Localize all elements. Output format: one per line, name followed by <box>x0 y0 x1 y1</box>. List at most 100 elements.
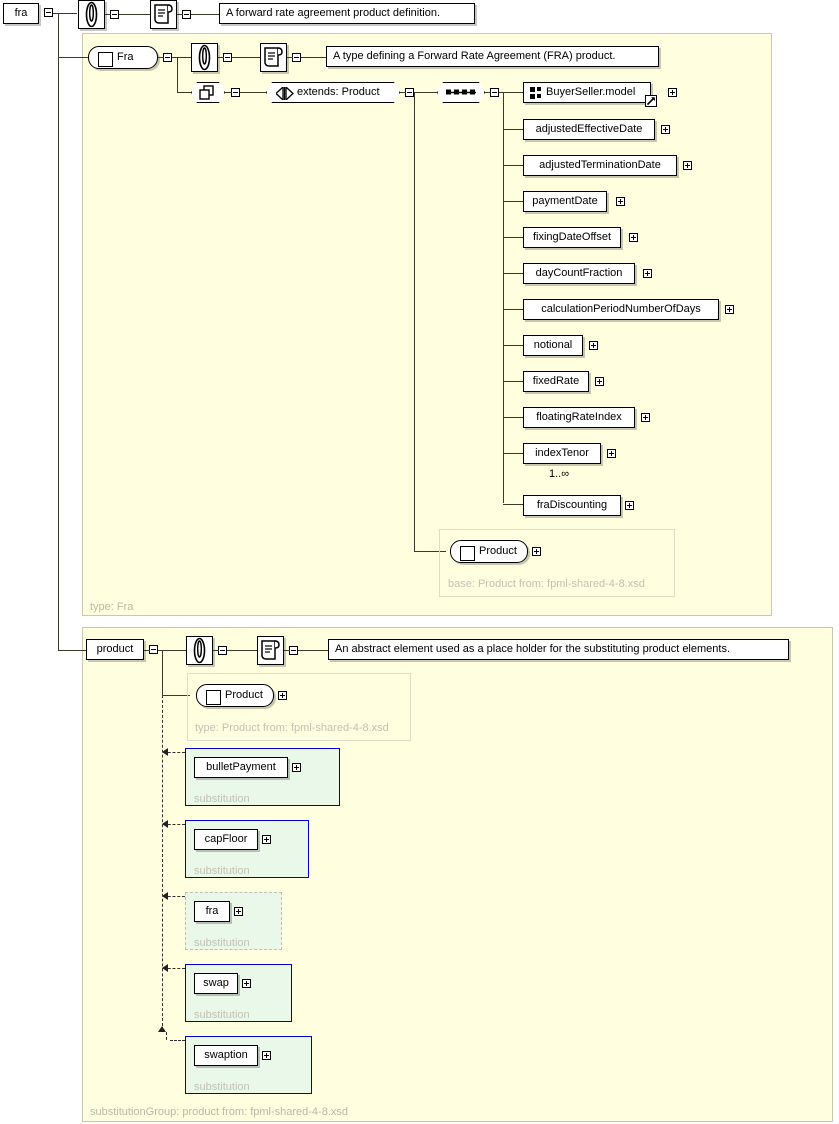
type-documentation-toggle[interactable] <box>292 53 301 62</box>
scroll-icon[interactable] <box>260 43 287 72</box>
type-ref-toggle[interactable] <box>278 691 287 700</box>
element-toggle[interactable] <box>595 377 604 386</box>
connector <box>213 650 219 651</box>
element-toggle[interactable] <box>629 233 638 242</box>
substitution-label: substitution <box>194 1009 250 1021</box>
base-type-product[interactable]: Product <box>450 540 528 563</box>
type-ref-product[interactable]: Product <box>196 684 274 707</box>
element-product[interactable]: product <box>86 639 144 660</box>
fra-type-panel <box>82 33 772 616</box>
element-toggle[interactable] <box>625 501 634 510</box>
element-toggle[interactable] <box>616 197 625 206</box>
connector <box>503 309 523 310</box>
paperclip-icon[interactable] <box>186 636 213 665</box>
scroll-icon[interactable] <box>150 0 177 29</box>
element-toggle[interactable] <box>668 88 677 97</box>
element-bulletpayment[interactable]: bulletPayment <box>194 757 288 778</box>
element-toggle[interactable] <box>661 125 670 134</box>
element-buyerseller-model[interactable]: BuyerSeller.model <box>523 82 651 103</box>
element-toggle[interactable] <box>234 907 243 916</box>
substitution-arrow <box>162 964 168 972</box>
element-label: indexTenor <box>535 447 589 459</box>
connector <box>119 14 150 15</box>
base-type-toggle[interactable] <box>532 547 541 556</box>
type-fra-toggle[interactable] <box>163 53 172 62</box>
complexcontent-icon[interactable] <box>191 82 225 103</box>
connector <box>177 58 178 92</box>
paperclip-icon[interactable] <box>191 43 218 72</box>
element-capfloor[interactable]: capFloor <box>194 829 258 850</box>
root-documentation-toggle[interactable] <box>182 10 191 19</box>
element-fradiscounting[interactable]: fraDiscounting <box>523 495 621 516</box>
connector <box>144 650 150 651</box>
element-fixingdateoffset[interactable]: fixingDateOffset <box>523 227 621 248</box>
root-documentation-label: A forward rate agreement product definit… <box>226 7 441 19</box>
complexcontent-toggle[interactable] <box>231 88 240 97</box>
connector <box>227 650 257 651</box>
connector <box>284 650 290 651</box>
connector <box>158 57 164 58</box>
element-product-toggle[interactable] <box>149 645 158 654</box>
extends-toggle[interactable] <box>405 88 414 97</box>
element-label: dayCountFraction <box>535 267 623 279</box>
root-element-toggle[interactable] <box>44 8 53 17</box>
product-panel-footer: substitutionGroup: product from: fpml-sh… <box>90 1106 349 1118</box>
product-documentation-toggle[interactable] <box>289 646 298 655</box>
element-floatingrateindex[interactable]: floatingRateIndex <box>523 407 635 428</box>
element-paymentdate[interactable]: paymentDate <box>523 191 607 212</box>
type-fra-label: Fra <box>117 51 134 63</box>
element-calculationperiodnumberofdays[interactable]: calculationPeriodNumberOfDays <box>523 299 719 320</box>
element-toggle[interactable] <box>607 449 616 458</box>
element-toggle[interactable] <box>242 979 251 988</box>
root-annotation-toggle[interactable] <box>110 10 119 19</box>
element-indextenor[interactable]: indexTenor <box>523 443 601 464</box>
type-fra[interactable]: Fra <box>88 46 158 69</box>
element-fra-substitution[interactable]: fra <box>194 901 230 922</box>
element-daycountfraction[interactable]: dayCountFraction <box>523 263 635 284</box>
base-product-panel <box>439 529 675 597</box>
element-swap[interactable]: swap <box>194 973 238 994</box>
substitution-arrow-end <box>158 1026 166 1032</box>
fra-type-panel-footer: type: Fra <box>90 601 134 613</box>
element-label: fraDiscounting <box>536 499 608 511</box>
sequence-icon[interactable] <box>437 82 485 103</box>
external-link-icon[interactable] <box>645 95 657 107</box>
element-toggle[interactable] <box>589 341 598 350</box>
element-label: fixingDateOffset <box>532 231 612 243</box>
connector <box>503 417 523 418</box>
element-toggle[interactable] <box>643 269 652 278</box>
element-label: notional <box>533 339 573 351</box>
root-element-label: fra <box>14 7 28 19</box>
element-adjustedeffectivedate[interactable]: adjustedEffectiveDate <box>523 119 655 140</box>
element-toggle[interactable] <box>725 305 734 314</box>
extends-product[interactable]: extends: Product <box>266 82 400 103</box>
element-fixedrate[interactable]: fixedRate <box>523 371 589 392</box>
element-toggle[interactable] <box>641 413 650 422</box>
connector <box>298 650 328 651</box>
element-toggle[interactable] <box>683 161 692 170</box>
connector <box>58 650 86 651</box>
element-notional[interactable]: notional <box>523 335 583 356</box>
type-annotation-toggle[interactable] <box>223 53 232 62</box>
scroll-icon[interactable] <box>257 636 284 665</box>
connector <box>162 650 163 695</box>
element-toggle[interactable] <box>292 763 301 772</box>
element-adjustedterminationdate[interactable]: adjustedTerminationDate <box>523 155 677 176</box>
base-type-product-label: Product <box>479 545 517 557</box>
element-label: swaption <box>204 1049 248 1061</box>
sequence-toggle[interactable] <box>490 88 499 97</box>
paperclip-icon[interactable] <box>78 0 105 29</box>
element-toggle[interactable] <box>262 835 271 844</box>
connector <box>158 650 186 651</box>
element-label: fra <box>205 905 219 917</box>
root-element-fra[interactable]: fra <box>3 3 39 24</box>
type-ref-product-label: Product <box>225 689 263 701</box>
product-annotation-toggle[interactable] <box>218 646 227 655</box>
connector <box>191 14 219 15</box>
element-label: fixedRate <box>532 375 580 387</box>
element-toggle[interactable] <box>262 1051 271 1060</box>
element-swaption[interactable]: swaption <box>194 1045 258 1066</box>
element-label: BuyerSeller.model <box>546 86 636 98</box>
substitution-arrow <box>162 892 168 900</box>
